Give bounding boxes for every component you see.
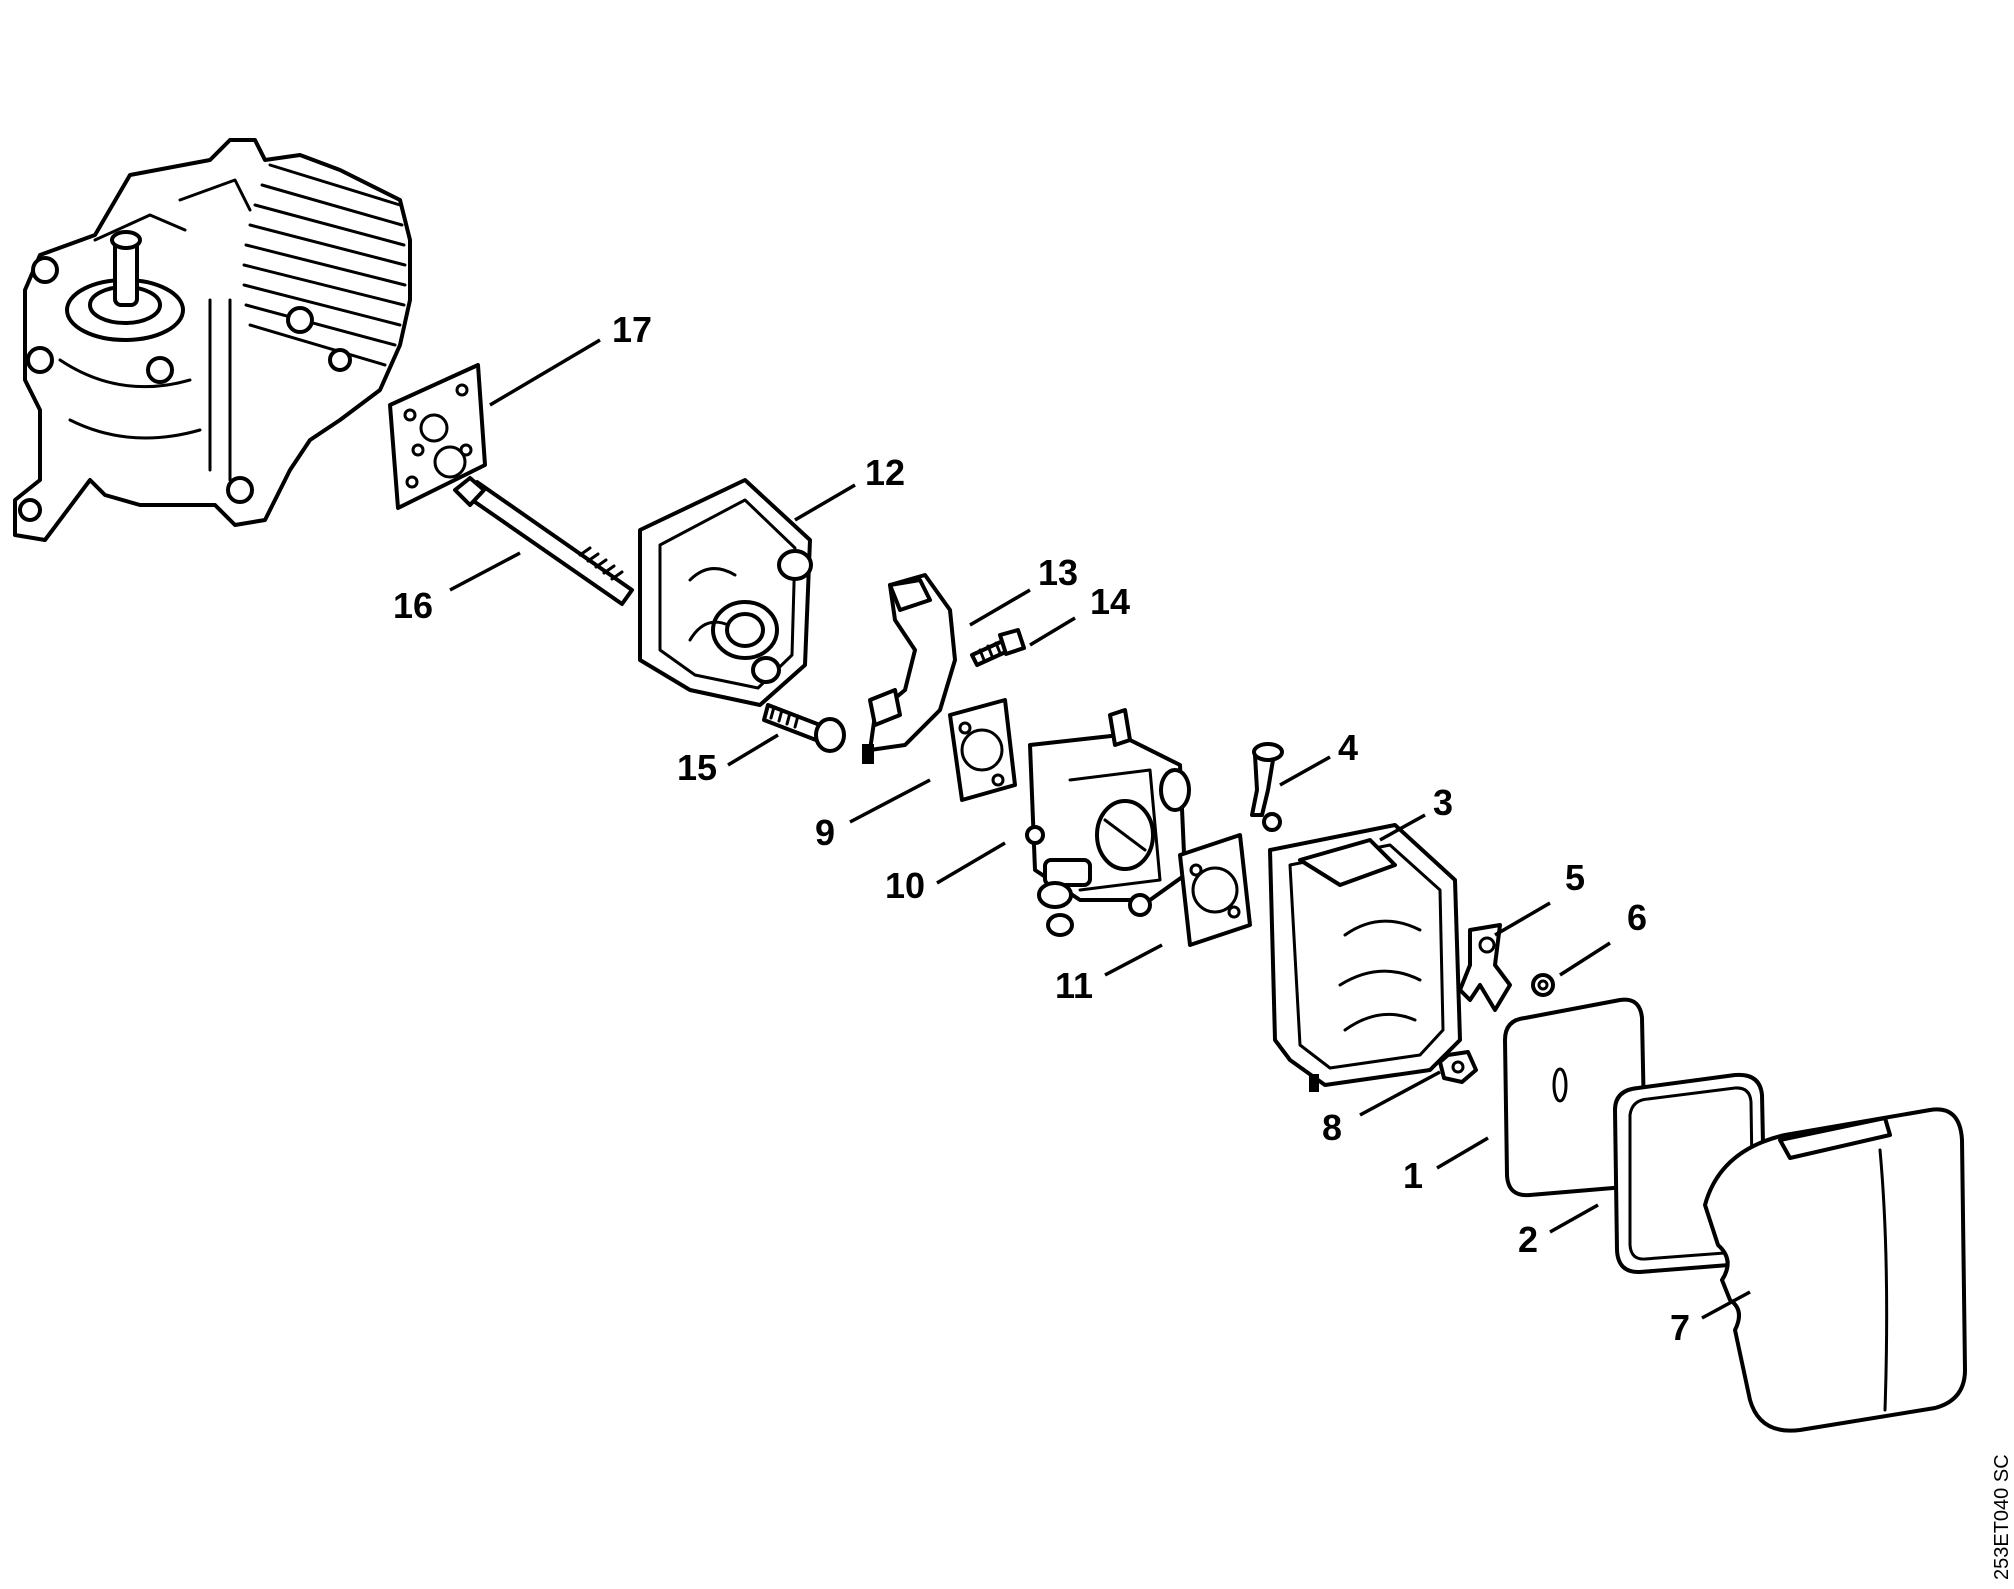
leader-17 — [489, 338, 601, 407]
part-12-intake-flange — [638, 478, 813, 707]
callout-16: 16 — [393, 585, 433, 626]
leader-14 — [1029, 616, 1076, 647]
leader-11 — [1104, 943, 1163, 977]
leader-1 — [1436, 1136, 1489, 1170]
leader-15 — [727, 733, 779, 767]
part-3-filter-housing — [1268, 823, 1462, 1092]
callout-3: 3 — [1433, 782, 1453, 823]
leader-7 — [1701, 1290, 1751, 1320]
part-7-filter-cover — [1703, 1107, 1967, 1433]
leader-4 — [1279, 755, 1331, 787]
part-5-bracket — [1458, 923, 1512, 1012]
callout-14: 14 — [1090, 581, 1130, 622]
leader-16 — [449, 551, 521, 592]
callout-11: 11 — [1055, 965, 1093, 1006]
callout-5: 5 — [1565, 857, 1585, 898]
callout-10: 10 — [885, 865, 925, 906]
callout-4: 4 — [1338, 727, 1358, 768]
engine-block — [13, 138, 412, 542]
callout-labels: 17 12 16 13 14 15 9 10 4 3 11 5 6 8 1 2 … — [393, 309, 1690, 1348]
part-8-nut — [1438, 1050, 1478, 1084]
part-6-washer — [1531, 973, 1555, 997]
part-17-gasket — [388, 363, 487, 510]
part-9-gasket — [948, 698, 1017, 802]
drawing-code: 253ET040 SC — [1991, 1454, 2013, 1580]
leader-2 — [1549, 1203, 1599, 1234]
part-10-carburetor — [1025, 708, 1191, 937]
part-16-bolt — [453, 476, 634, 606]
leader-12 — [794, 483, 856, 522]
part-13-throttle-bracket — [862, 573, 957, 764]
callout-17: 17 — [612, 309, 652, 350]
leader-13 — [969, 588, 1031, 627]
callout-7: 7 — [1670, 1307, 1690, 1348]
part-15-screw — [762, 703, 846, 753]
callout-13: 13 — [1038, 552, 1078, 593]
leader-9 — [849, 778, 931, 824]
part-4-choke-lever — [1250, 742, 1284, 832]
leader-8 — [1359, 1070, 1441, 1117]
callout-2: 2 — [1518, 1219, 1538, 1260]
callout-15: 15 — [677, 747, 717, 788]
leader-10 — [936, 841, 1006, 885]
callout-12: 12 — [865, 452, 905, 493]
part-14-screw — [970, 628, 1026, 667]
leader-3 — [1379, 813, 1426, 842]
callout-1: 1 — [1403, 1155, 1423, 1196]
leader-6 — [1559, 941, 1611, 977]
leader-5 — [1494, 901, 1551, 937]
callout-9: 9 — [815, 812, 835, 853]
part-11-gasket — [1178, 833, 1252, 947]
callout-8: 8 — [1322, 1107, 1342, 1148]
leader-lines — [449, 338, 1751, 1320]
callout-6: 6 — [1627, 897, 1647, 938]
